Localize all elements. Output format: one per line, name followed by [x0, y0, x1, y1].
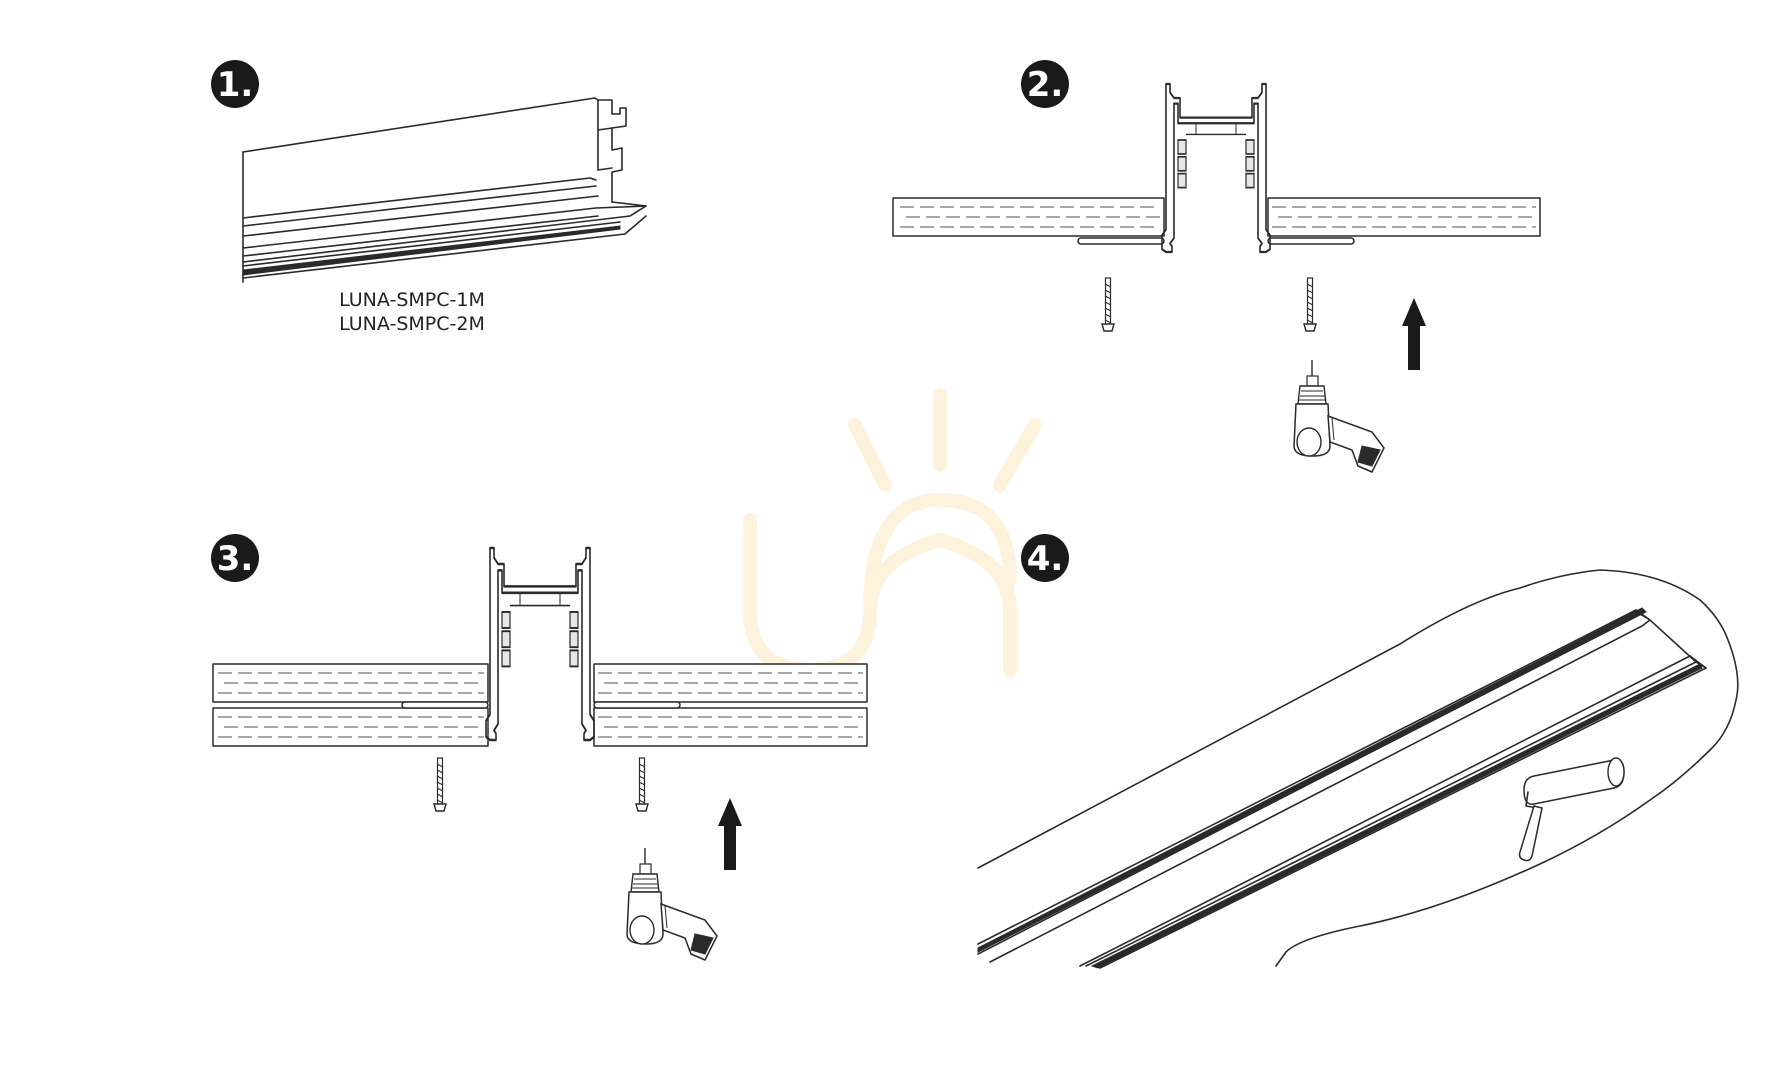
- step-4-badge: 4.: [1021, 534, 1069, 582]
- profile-in-ceiling: [977, 607, 1707, 969]
- ceiling-board-right-upper: [593, 663, 868, 703]
- profile-flange-right: [593, 701, 681, 709]
- screw-icon: [1303, 277, 1317, 332]
- ceiling-board-right: [1267, 197, 1541, 245]
- profile-flange-left: [401, 701, 489, 709]
- up-arrow-icon: [718, 798, 742, 870]
- profile-cross-section: [484, 546, 596, 742]
- profile-perspective: [242, 97, 647, 283]
- plastered-ceiling: [977, 569, 1739, 967]
- step-1-badge: 1.: [211, 60, 259, 108]
- model-label-1m: LUNA-SMPC-1M: [339, 289, 485, 311]
- profile-cross-section: [1160, 82, 1272, 254]
- step-2-number: 2.: [1027, 65, 1064, 105]
- screw-icon: [635, 757, 649, 812]
- paint-roller-icon: [1518, 757, 1625, 862]
- step-1-number: 1.: [217, 65, 254, 105]
- ceiling-board-right-lower: [593, 707, 868, 747]
- screw-icon: [433, 757, 447, 812]
- step-2-badge: 2.: [1021, 60, 1069, 108]
- ceiling-board-left: [892, 197, 1165, 245]
- step-3-badge: 3.: [211, 534, 259, 582]
- drill-icon: [1293, 359, 1385, 473]
- ceiling-board-left-lower: [212, 707, 489, 747]
- drill-icon: [626, 847, 718, 961]
- logo-watermark: [743, 388, 1042, 678]
- step-4-number: 4.: [1027, 539, 1064, 579]
- model-label-2m: LUNA-SMPC-2M: [339, 313, 485, 335]
- step-3-number: 3.: [217, 539, 254, 579]
- ceiling-board-left-upper: [212, 663, 489, 703]
- up-arrow-icon: [1402, 298, 1426, 370]
- screw-icon: [1101, 277, 1115, 332]
